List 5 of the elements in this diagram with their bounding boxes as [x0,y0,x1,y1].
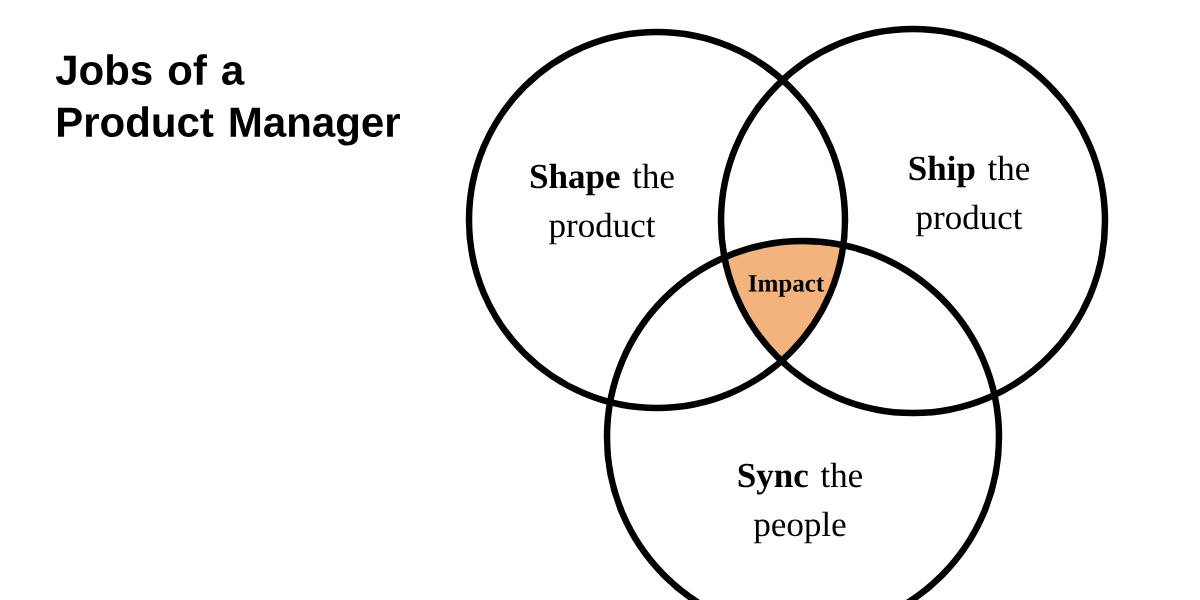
region-label: Impact [748,275,825,297]
circle-label: Ship the product [909,155,1030,237]
circle-label: Shape the product [530,163,674,245]
title: Jobs of a Product Manager [55,54,400,146]
circle-label: Sync the people [738,462,862,544]
